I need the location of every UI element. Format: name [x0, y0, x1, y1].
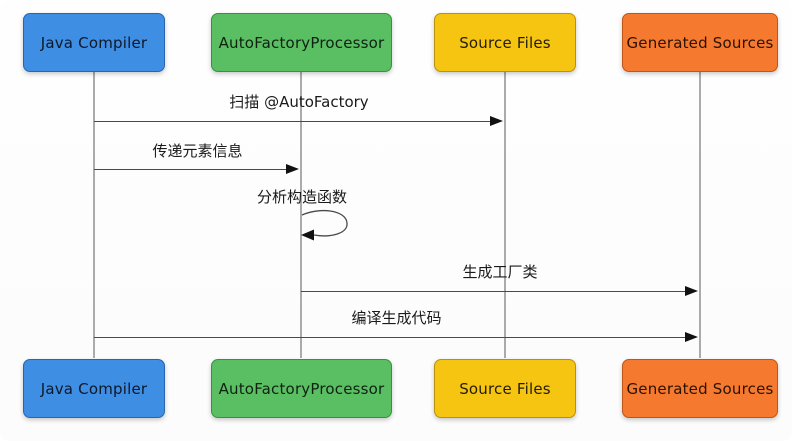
- actor-generated-sources-bottom: Generated Sources: [622, 359, 778, 418]
- actor-label: Generated Sources: [626, 33, 774, 52]
- message-2-label: 传递元素信息: [152, 142, 243, 160]
- lifeline-autofactoryprocessor: [300, 72, 302, 358]
- message-5-label: 编译生成代码: [351, 309, 442, 327]
- message-4-line: [301, 291, 686, 292]
- actor-label: Generated Sources: [626, 379, 774, 398]
- message-3-label: 分析构造函数: [256, 188, 347, 206]
- message-2-line: [94, 169, 287, 170]
- message-1-line: [94, 121, 491, 122]
- actor-label: AutoFactoryProcessor: [218, 33, 385, 52]
- message-1-label: 扫描 @AutoFactory: [229, 93, 369, 111]
- actor-label: Source Files: [459, 33, 551, 52]
- actor-autofactoryprocessor-top: AutoFactoryProcessor: [211, 13, 392, 72]
- actor-java-compiler-bottom: Java Compiler: [23, 359, 165, 418]
- actor-source-files-bottom: Source Files: [434, 359, 576, 418]
- message-2-arrowhead-icon: [286, 164, 299, 174]
- message-5-line: [94, 337, 686, 338]
- message-4-arrowhead-icon: [685, 286, 698, 296]
- message-4-label: 生成工厂类: [462, 263, 538, 281]
- lifeline-generated-sources: [699, 72, 701, 358]
- actor-autofactoryprocessor-bottom: AutoFactoryProcessor: [211, 359, 392, 418]
- lifeline-java-compiler: [93, 72, 95, 358]
- message-3-self-loop-arrow-icon: [301, 209, 348, 241]
- actor-label: Java Compiler: [40, 33, 148, 52]
- actor-generated-sources-top: Generated Sources: [622, 13, 778, 72]
- actor-java-compiler-top: Java Compiler: [23, 13, 165, 72]
- message-1-arrowhead-icon: [490, 116, 503, 126]
- actor-label: Java Compiler: [40, 379, 148, 398]
- actor-source-files-top: Source Files: [434, 13, 576, 72]
- message-5-arrowhead-icon: [685, 332, 698, 342]
- actor-label: AutoFactoryProcessor: [218, 379, 385, 398]
- actor-label: Source Files: [459, 379, 551, 398]
- lifeline-source-files: [504, 72, 506, 358]
